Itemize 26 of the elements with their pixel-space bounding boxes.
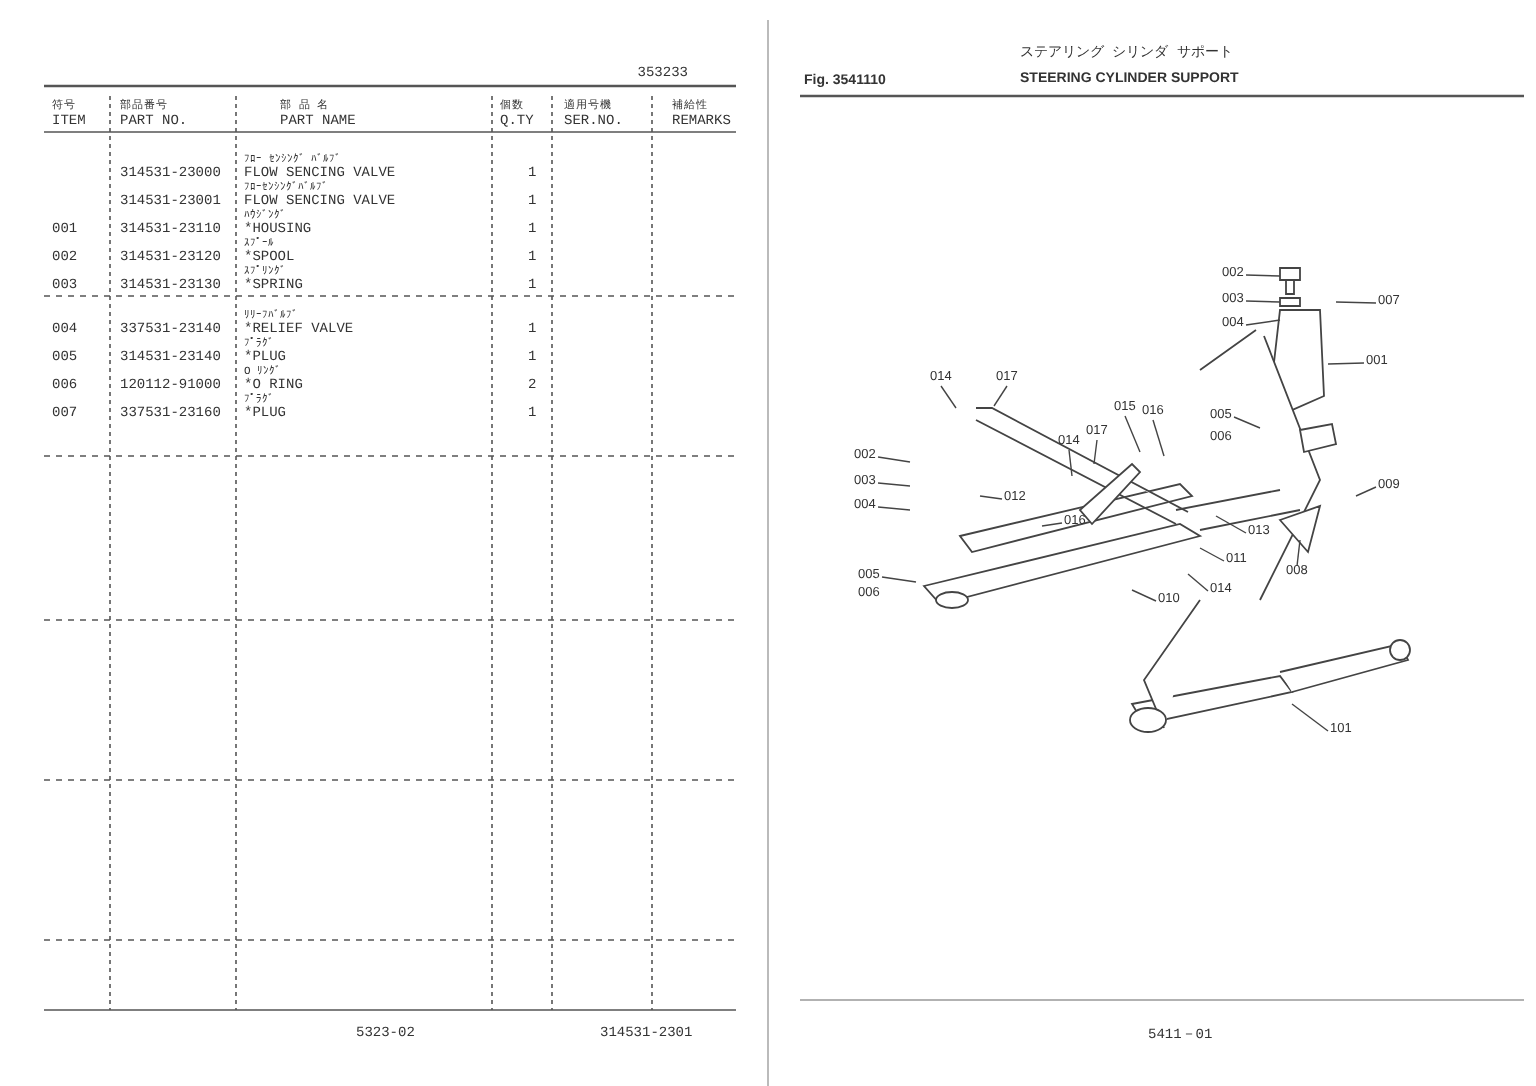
leader-line xyxy=(1296,539,1301,567)
leader-line xyxy=(1131,589,1157,602)
leader-line xyxy=(1093,439,1098,465)
leader-line xyxy=(1124,415,1141,453)
leader-line xyxy=(1291,703,1329,732)
leader-line xyxy=(877,506,911,511)
leader-line xyxy=(1355,486,1377,497)
leader-line xyxy=(1152,419,1165,457)
leader-line xyxy=(1068,449,1073,477)
leader-line xyxy=(877,456,911,463)
leader-line xyxy=(993,385,1008,407)
leader-line xyxy=(881,576,917,583)
leader-line xyxy=(1199,547,1225,562)
leader-line xyxy=(1233,416,1261,429)
leader-line xyxy=(1245,274,1281,277)
leader-line xyxy=(877,482,911,487)
leader-line xyxy=(1041,522,1063,527)
leader-line xyxy=(1245,300,1281,303)
leader-line xyxy=(1187,573,1209,592)
steering-cylinder-support-drawing xyxy=(922,267,1411,733)
leader-line xyxy=(1215,515,1247,534)
leader-line xyxy=(1327,362,1365,365)
leader-line xyxy=(1335,301,1377,304)
leader-line xyxy=(940,385,957,409)
leader-line xyxy=(1245,319,1281,326)
leader-line xyxy=(979,495,1003,500)
